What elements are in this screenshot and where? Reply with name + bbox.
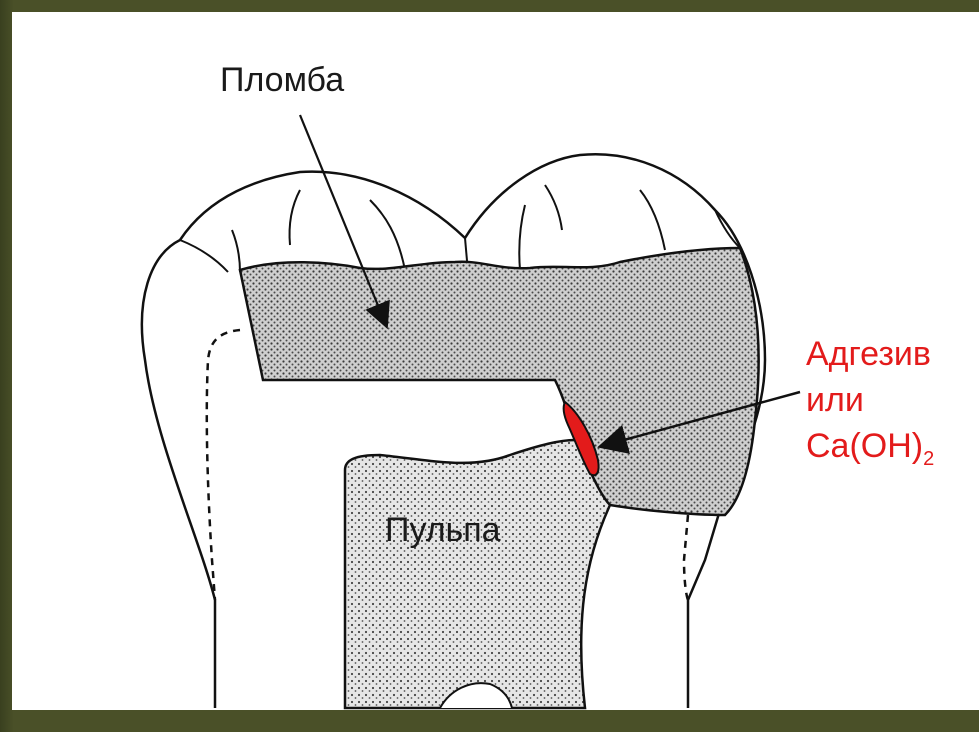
filling-label: Пломба: [220, 60, 344, 100]
diagram-canvas: Пломба Пульпа Адгезив или Ca(OH)2: [12, 12, 979, 710]
adhesive-label-line3: Ca(OH)2: [806, 426, 934, 479]
formula-main: Ca(OH): [806, 427, 923, 465]
pulp-shape: [345, 440, 610, 708]
formula-subscript: 2: [923, 448, 934, 470]
adhesive-label-line1: Адгезив: [806, 334, 931, 374]
pulp-label: Пульпа: [385, 510, 501, 550]
adhesive-label-line2: или: [806, 380, 864, 420]
